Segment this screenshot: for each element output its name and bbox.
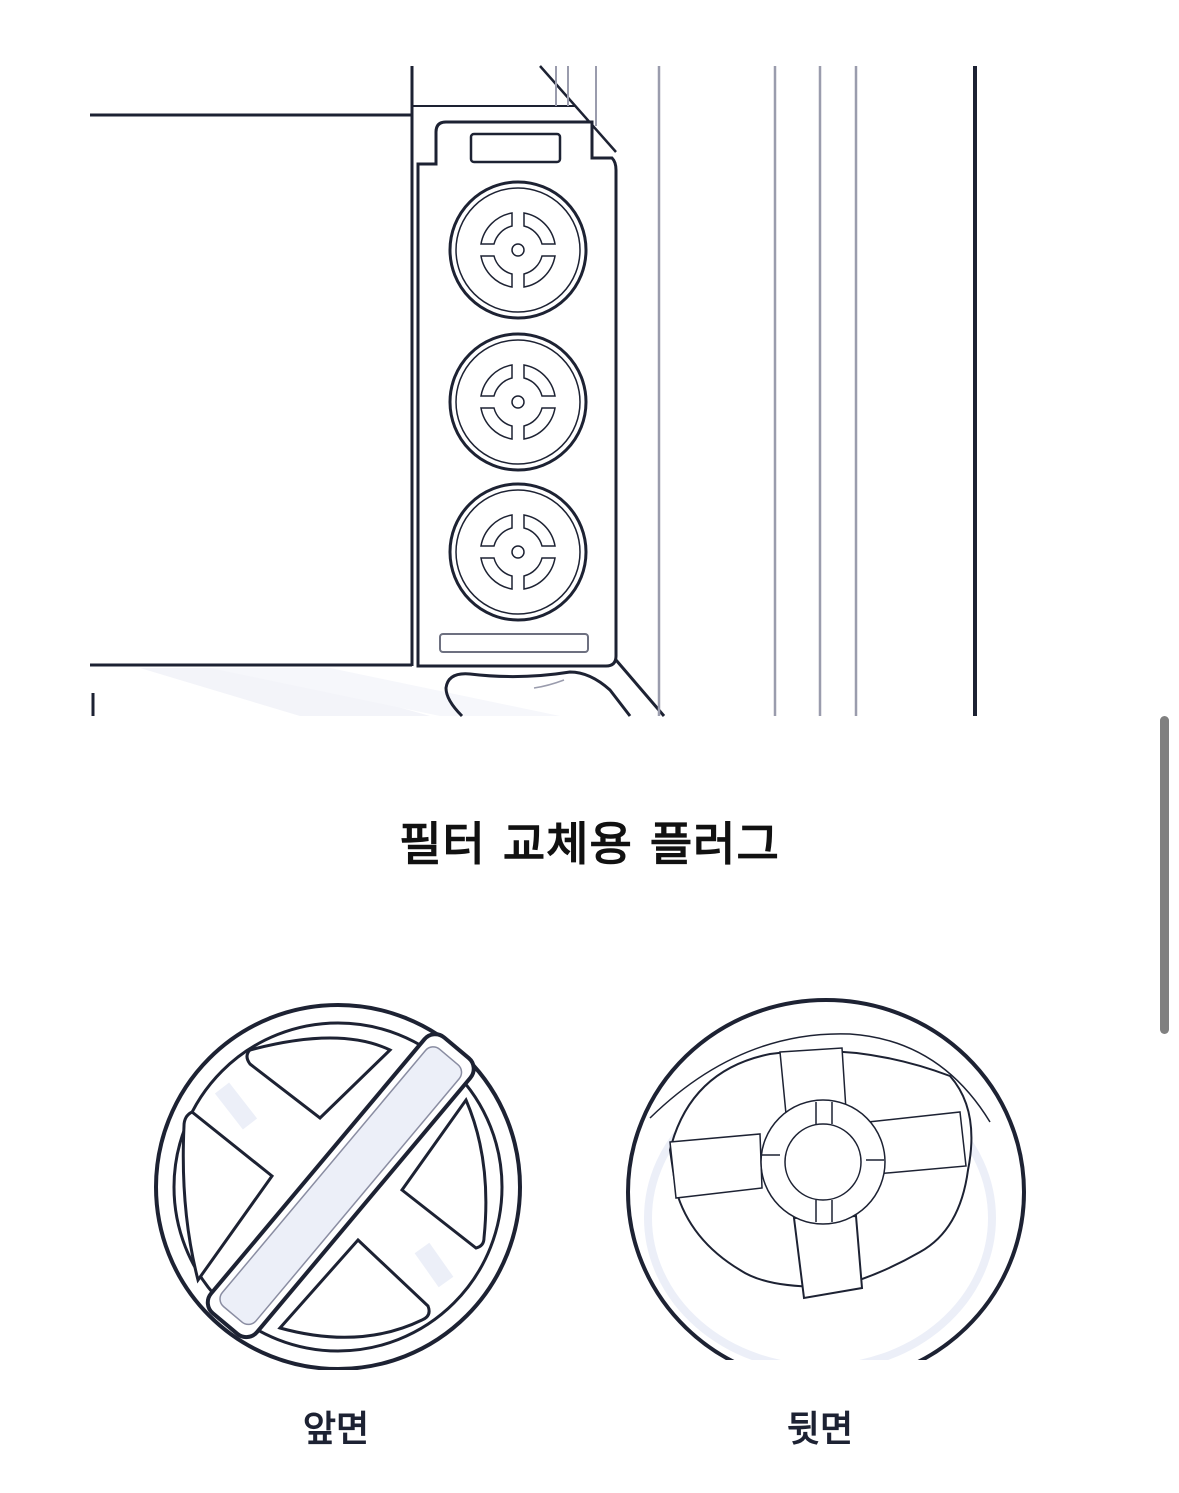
filter-cap [448,180,588,320]
plug-front-label: 앞면 [302,1409,370,1450]
fridge-filter-illustration [90,65,977,718]
plug-back-illustration [626,998,1026,1360]
vertical-scrollbar[interactable] [1160,716,1169,1034]
plug-front-illustration [154,1003,522,1370]
figure-caption: 필터 교체용 플러그 [399,817,780,871]
plug-back-label: 뒷면 [786,1409,854,1450]
